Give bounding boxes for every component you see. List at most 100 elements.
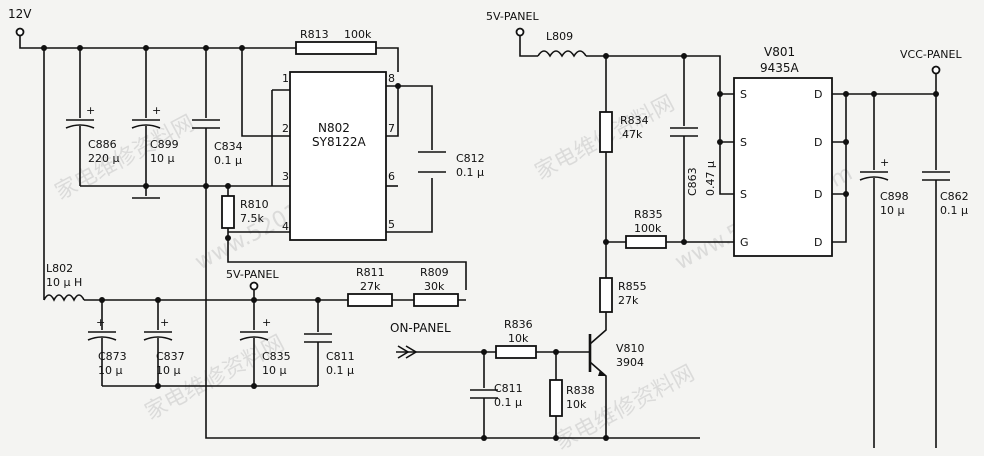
r811-ref: R811 [356, 266, 385, 279]
c862-ref: C862 [940, 190, 969, 203]
n802-pin2: 2 [282, 122, 289, 135]
ic-n802: N802 SY8122A 1 2 3 4 5 6 7 8 [282, 71, 395, 241]
r855-value: 27k [618, 294, 639, 307]
n802-pin6: 6 [388, 170, 395, 183]
c873-ref: C873 [98, 350, 127, 363]
c835-value: 10 µ [262, 364, 287, 377]
capacitor-c811-right: C811 0.1 µ [470, 352, 523, 438]
n802-ref: N802 [318, 121, 350, 135]
r834-ref: R834 [620, 114, 649, 127]
v801-pin-s2: S [740, 136, 747, 149]
r838-value: 10k [566, 398, 587, 411]
resistor-r813: R813 100k [295, 28, 377, 55]
c863-value: 0.47 µ [704, 161, 717, 196]
c886-polarity: + [86, 104, 95, 117]
c811a-value: 0.1 µ [326, 364, 354, 377]
n802-pin3: 3 [282, 170, 289, 183]
panel5-top-label: 5V-PANEL [486, 10, 539, 23]
resistor-r834: R834 47k [599, 56, 649, 278]
v810-ref: V810 [616, 342, 645, 355]
n802-part: SY8122A [312, 135, 366, 149]
r809-value: 30k [424, 280, 445, 293]
c834-value: 0.1 µ [214, 154, 242, 167]
v810-part: 3904 [616, 356, 644, 369]
vcc-panel-terminal: VCC-PANEL [900, 48, 962, 94]
v801-part: 9435A [760, 61, 800, 75]
l802-ref: L802 [46, 262, 73, 275]
r810-value: 7.5k [240, 212, 264, 225]
v12-label: 12V [8, 7, 32, 21]
c811b-value: 0.1 µ [494, 396, 522, 409]
capacitor-c837: + C837 10 µ [143, 300, 185, 386]
c873-value: 10 µ [98, 364, 123, 377]
capacitor-c834: C834 0.1 µ [192, 48, 243, 186]
resistor-r810: R810 7.5k [221, 186, 467, 290]
c811b-ref: C811 [494, 382, 523, 395]
resistor-r836: R836 10k [495, 318, 537, 359]
l809-ref: L809 [546, 30, 573, 43]
r813-value: 100k [344, 28, 372, 41]
capacitor-c863: C863 0.47 µ [670, 56, 717, 242]
resistor-r809: R809 30k [413, 266, 459, 307]
capacitor-c862: C862 0.1 µ [922, 94, 969, 448]
c835-ref: C835 [262, 350, 291, 363]
v801-pin-s3: S [740, 188, 747, 201]
v801-pin-d1: D [814, 88, 822, 101]
v12-terminal: 12V [8, 7, 32, 37]
r809-ref: R809 [420, 266, 449, 279]
v801-pin-g: G [740, 236, 749, 249]
r855-ref: R855 [618, 280, 647, 293]
capacitor-c886: + C886 220 µ [65, 48, 120, 186]
inductor-l802: L802 10 µ H [43, 262, 85, 302]
panel5-mid-terminal: 5V-PANEL [226, 268, 279, 300]
r838-ref: R838 [566, 384, 595, 397]
n802-pin4: 4 [282, 220, 289, 233]
v801-pin-d2: D [814, 136, 822, 149]
transistor-v810: V810 3904 [588, 312, 645, 438]
c898-value: 10 µ [880, 204, 905, 217]
on-panel-input: ON-PANEL [390, 321, 496, 359]
c862-value: 0.1 µ [940, 204, 968, 217]
watermark-text: 家电维修资料网 [141, 331, 289, 425]
c899-polarity: + [152, 104, 161, 117]
panel5-top-terminal: 5V-PANEL [486, 10, 539, 57]
n802-pin7: 7 [388, 122, 395, 135]
v801-ref: V801 [764, 45, 795, 59]
v801-pin-s1: S [740, 88, 747, 101]
r811-value: 27k [360, 280, 381, 293]
panel5-mid-label: 5V-PANEL [226, 268, 279, 281]
v801-pin-d3: D [814, 188, 822, 201]
n802-pin1: 1 [282, 72, 289, 85]
resistor-r855: R855 27k [599, 277, 647, 313]
on-panel-label: ON-PANEL [390, 321, 451, 335]
resistor-r811: R811 27k [347, 266, 393, 307]
c837-value: 10 µ [156, 364, 181, 377]
r836-value: 10k [508, 332, 529, 345]
mosfet-v801: V801 9435A S S S G D D D D [733, 45, 833, 257]
r836-ref: R836 [504, 318, 533, 331]
r810-ref: R810 [240, 198, 269, 211]
r834-value: 47k [622, 128, 643, 141]
vcc-panel-label: VCC-PANEL [900, 48, 962, 61]
c873-polarity: + [96, 316, 105, 329]
c899-ref: C899 [150, 138, 179, 151]
c834-ref: C834 [214, 140, 243, 153]
capacitor-c898: + C898 10 µ [859, 94, 909, 448]
c835-polarity: + [262, 316, 271, 329]
c837-ref: C837 [156, 350, 185, 363]
n802-pin5: 5 [388, 218, 395, 231]
r813-ref: R813 [300, 28, 329, 41]
c898-ref: C898 [880, 190, 909, 203]
capacitor-c812: C812 0.1 µ [418, 151, 485, 179]
resistor-r838: R838 10k [549, 352, 595, 438]
capacitor-c811-left: C811 0.1 µ [304, 300, 355, 386]
c886-ref: C886 [88, 138, 117, 151]
l802-value: 10 µ H [46, 276, 82, 289]
c837-polarity: + [160, 316, 169, 329]
capacitor-c873: + C873 10 µ [87, 300, 127, 386]
capacitor-c835: + C835 10 µ [239, 300, 291, 386]
r835-value: 100k [634, 222, 662, 235]
c899-value: 10 µ [150, 152, 175, 165]
v801-pin-d4: D [814, 236, 822, 249]
